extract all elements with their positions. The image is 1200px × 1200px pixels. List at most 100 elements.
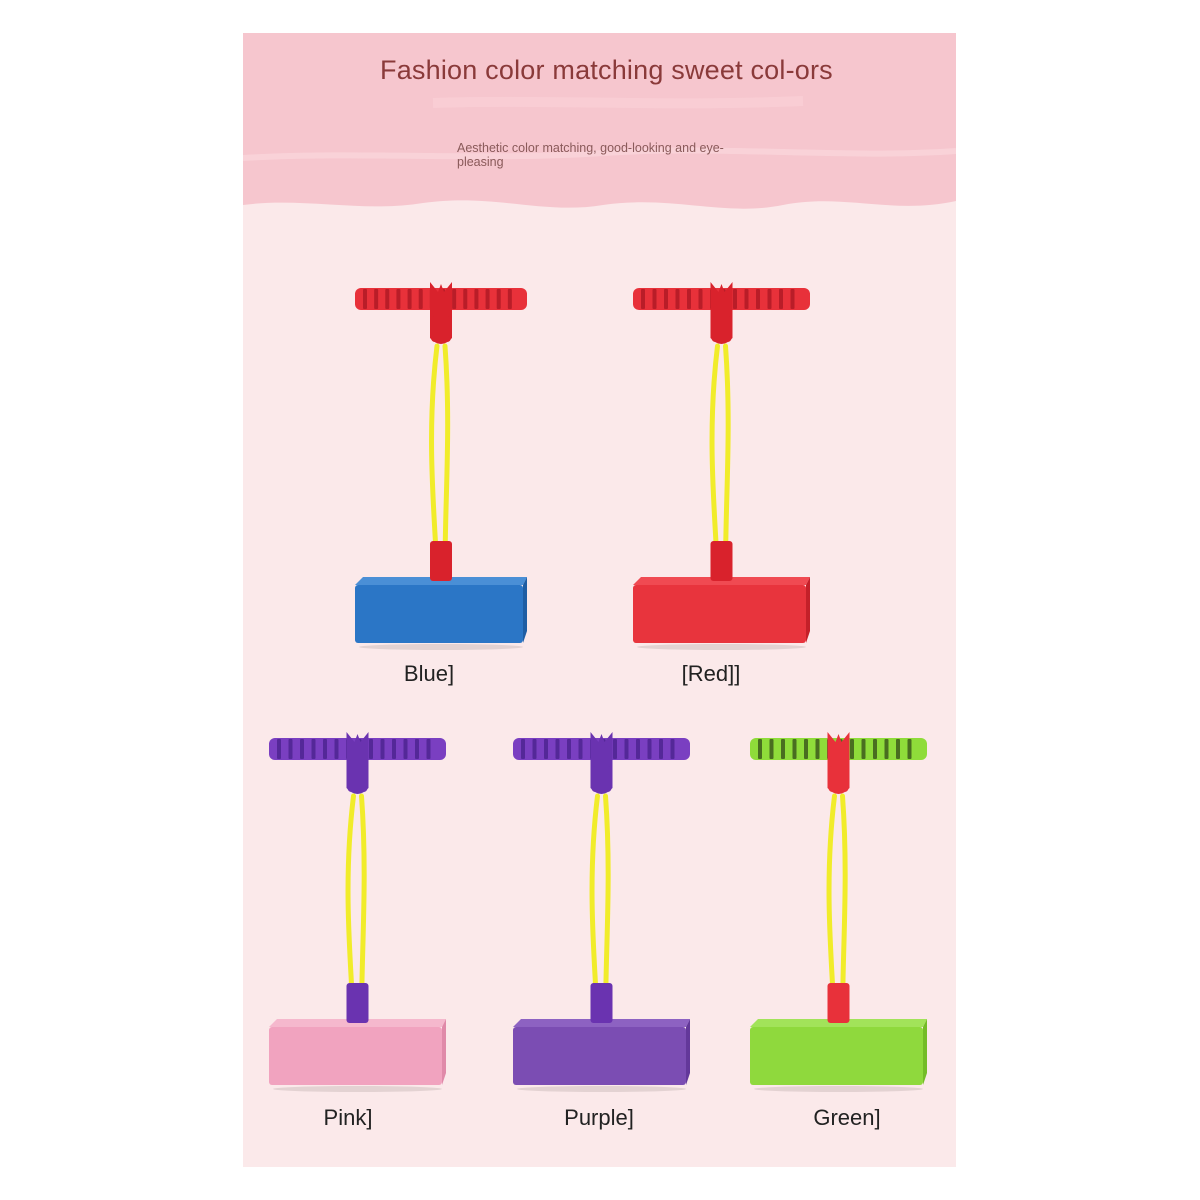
base-shadow [273, 1086, 442, 1092]
top-sleeve [828, 766, 849, 792]
foam-base-side [523, 577, 527, 643]
base-shadow [359, 644, 523, 650]
grip-ridge [698, 289, 703, 309]
grip-ridge [756, 289, 760, 309]
grip-ridge [758, 739, 762, 759]
grip-ridge [687, 289, 691, 309]
grip-ridge [861, 739, 866, 759]
banner-streak [243, 147, 956, 161]
pogo-parts [633, 282, 810, 650]
grip-ridge [452, 289, 457, 309]
pole-cord [723, 343, 731, 571]
grip-ridge [396, 289, 401, 309]
grip-ridge [907, 739, 912, 759]
grip-ridge [804, 739, 808, 759]
foam-base-side [923, 1019, 927, 1085]
top-sleeve [591, 766, 612, 792]
grip-ridge [567, 739, 571, 759]
bottom-collar [346, 983, 369, 1023]
foam-base-side [686, 1019, 690, 1085]
grip-ridge [363, 289, 367, 309]
pogo-parts [750, 732, 927, 1092]
grip-ridge [769, 739, 774, 759]
pogo-stick-green [750, 732, 927, 1092]
caption-pink: Pink] [323, 1105, 373, 1130]
grip-ridge [323, 739, 327, 759]
page-title: Fashion color matching sweet col-ors [380, 55, 833, 85]
grip-ridge [300, 739, 304, 759]
header-banner [243, 33, 956, 209]
base-shadow [637, 644, 806, 650]
grip-ridge [744, 289, 749, 309]
grip-ridge [369, 739, 373, 759]
grip-ridge [426, 739, 431, 759]
grip-ridge [544, 739, 548, 759]
grip-ridge [850, 739, 854, 759]
grip-ridge [779, 289, 783, 309]
foam-base [269, 1027, 442, 1085]
grip-ridge [624, 739, 629, 759]
page-subtitle: Aesthetic color matching, good-looking a… [457, 141, 724, 169]
grip-ridge [288, 739, 293, 759]
pogo-stick-purple [513, 732, 690, 1092]
pole-cord [429, 343, 440, 571]
grip-ridge [334, 739, 339, 759]
grip-ridge [277, 739, 281, 759]
grip-ridge [463, 289, 468, 309]
grip-ridge [507, 289, 512, 309]
base-shadow [517, 1086, 686, 1092]
banner-wave [243, 33, 956, 209]
grip-ridge [555, 739, 560, 759]
foam-base-side [442, 1019, 446, 1085]
pole-cord [442, 343, 451, 571]
caption-green: Green] [813, 1105, 881, 1130]
pogo-parts [355, 282, 527, 650]
foam-base [513, 1027, 686, 1085]
grip-ridge [418, 289, 423, 309]
bottom-collar [710, 541, 733, 581]
pole-cord [709, 343, 720, 571]
grip-ridge [415, 739, 419, 759]
grip-ridge [578, 739, 583, 759]
base-shadow [754, 1086, 923, 1092]
grip-ridge [884, 739, 889, 759]
grip-ridge [815, 739, 820, 759]
grip-ridge [496, 289, 501, 309]
grip-ridge [636, 739, 640, 759]
top-sleeve [431, 316, 451, 342]
grip-ridge [873, 739, 877, 759]
top-sleeve [711, 316, 732, 342]
bottom-collar [590, 983, 613, 1023]
grip-ridge [652, 289, 657, 309]
grip-ridge [485, 289, 490, 309]
grip-ridge [641, 289, 645, 309]
grip-ridge [790, 289, 795, 309]
pogo-parts [513, 732, 690, 1092]
foam-base [750, 1027, 923, 1085]
grip-ridge [613, 739, 617, 759]
pogo-parts [269, 732, 446, 1092]
grip-ridge [664, 289, 668, 309]
grip-ridge [407, 289, 412, 309]
grip-ridge [392, 739, 396, 759]
top-sleeve [347, 766, 368, 792]
grip-ridge [374, 289, 379, 309]
grip-ridge [675, 289, 680, 309]
grip-ridge [521, 739, 525, 759]
product-panel: Fashion color matching sweet col-ors Aes… [243, 33, 956, 1167]
grip-ridge [896, 739, 900, 759]
grip-ridge [474, 289, 479, 309]
caption-purple: Purple] [564, 1105, 634, 1130]
foam-base-side [806, 577, 810, 643]
pogo-stick-pink [269, 732, 446, 1092]
caption-red: [Red]] [681, 661, 741, 686]
grip-ridge [767, 289, 772, 309]
grip-ridge [670, 739, 675, 759]
grip-ridge [659, 739, 663, 759]
caption-blue: Blue] [403, 661, 455, 686]
grip-ridge [781, 739, 785, 759]
pogo-stick-red [633, 282, 810, 650]
grip-ridge [733, 289, 737, 309]
grip-ridge [792, 739, 797, 759]
pogo-stick-blue [355, 282, 527, 650]
